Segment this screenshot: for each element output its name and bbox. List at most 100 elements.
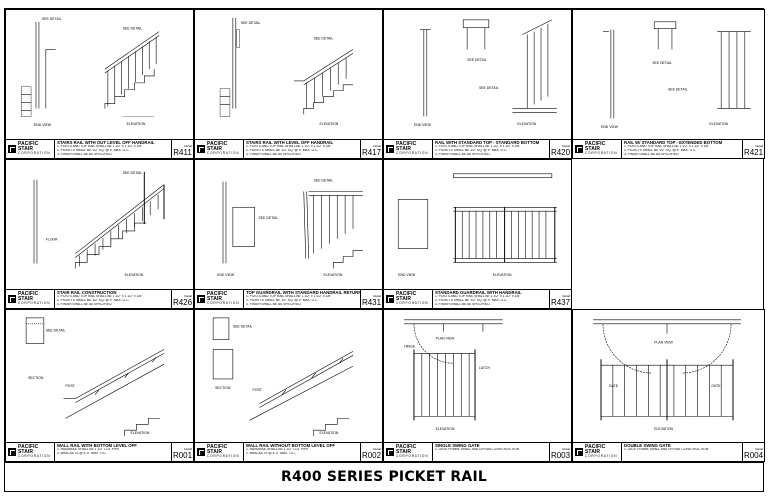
detail-code: R420 bbox=[550, 148, 571, 157]
guardrail-standard-drawing: SEE DETAIL SEE DETAIL END VIEW ELEVATION bbox=[414, 19, 557, 127]
detail-code: R002 bbox=[361, 451, 382, 460]
detail-drawing: SEE DETAIL SECTION POST ELEVATION bbox=[195, 310, 382, 442]
svg-text:SEE DETAIL: SEE DETAIL bbox=[258, 216, 278, 220]
svg-text:SEE DETAIL: SEE DETAIL bbox=[123, 27, 143, 31]
detail-drawing: SEE DETAIL SECTION POST ELEVATION bbox=[6, 310, 193, 442]
detail-description: STAIR RAIL CONSTRUCTION 1. POSTS AND TOP… bbox=[57, 290, 143, 306]
detail-code: R003 bbox=[550, 451, 571, 460]
detail-panel-r426: SEE DETAIL FLOOR ELEVATION PACIFIC STAIR… bbox=[5, 159, 194, 309]
svg-text:END VIEW: END VIEW bbox=[34, 123, 52, 127]
svg-text:ELEVATION: ELEVATION bbox=[654, 427, 673, 431]
svg-text:ELEVATION: ELEVATION bbox=[320, 122, 339, 126]
svg-text:ELEVATION: ELEVATION bbox=[493, 273, 512, 277]
svg-text:SEE DETAIL: SEE DETAIL bbox=[314, 37, 334, 41]
svg-text:SECTION: SECTION bbox=[28, 376, 44, 380]
svg-text:SEE DETAIL: SEE DETAIL bbox=[42, 17, 62, 21]
stair-rail-drawing: SEE DETAIL SEE DETAIL END VIEW ELEVATION bbox=[21, 17, 160, 127]
svg-text:ELEVATION: ELEVATION bbox=[320, 431, 339, 435]
detail-code: R437 bbox=[550, 298, 571, 307]
svg-text:SEE DETAIL: SEE DETAIL bbox=[652, 61, 672, 65]
detail-drawing: PLAN VIEW HINGE LATCH ELEVATION bbox=[384, 310, 571, 442]
detail-drawing: SEE DETAIL SEE DETAIL END VIEW ELEVATION bbox=[384, 10, 571, 139]
guardrail-handrail-drawing: END VIEW ELEVATION bbox=[397, 173, 557, 277]
detail-description: STANDARD GUARDRAIL WITH HANDRAIL 1. POST… bbox=[435, 290, 522, 306]
svg-text:LATCH: LATCH bbox=[479, 366, 491, 370]
svg-text:SEE DETAIL: SEE DETAIL bbox=[314, 179, 334, 183]
wall-rail-level-off-drawing: SEE DETAIL SECTION POST ELEVATION bbox=[25, 317, 165, 437]
detail-drawing: SEE DETAIL FLOOR ELEVATION bbox=[6, 160, 193, 289]
detail-code: R001 bbox=[172, 451, 193, 460]
svg-text:POST: POST bbox=[66, 384, 76, 388]
svg-text:SEE DETAIL: SEE DETAIL bbox=[241, 21, 261, 25]
single-swing-gate-drawing: PLAN VIEW HINGE LATCH ELEVATION bbox=[404, 319, 503, 431]
detail-description: DOUBLE SWING GATE 1. GATE FRAME SHALL MA… bbox=[624, 443, 709, 452]
detail-panel-r421: SEE DETAIL SEE DETAIL END VIEW ELEVATION… bbox=[572, 9, 765, 159]
sheet-title-bar: R400 SERIES PICKET RAIL bbox=[5, 462, 763, 491]
detail-drawing: END VIEW ELEVATION bbox=[384, 160, 571, 289]
svg-text:ELEVATION: ELEVATION bbox=[131, 431, 150, 435]
svg-text:HINGE: HINGE bbox=[404, 344, 416, 348]
detail-code: R431 bbox=[361, 298, 382, 307]
svg-text:FLOOR: FLOOR bbox=[46, 238, 58, 242]
svg-text:END VIEW: END VIEW bbox=[601, 125, 619, 129]
svg-text:ELEVATION: ELEVATION bbox=[436, 427, 455, 431]
svg-text:SEE DETAIL: SEE DETAIL bbox=[123, 171, 143, 175]
svg-text:ELEVATION: ELEVATION bbox=[125, 273, 144, 277]
svg-text:SEE DETAIL: SEE DETAIL bbox=[467, 58, 487, 62]
svg-text:ELEVATION: ELEVATION bbox=[323, 273, 342, 277]
svg-text:POST: POST bbox=[253, 388, 263, 392]
detail-drawing: SEE DETAIL SEE DETAIL ELEVATION bbox=[195, 10, 382, 139]
detail-code: R417 bbox=[361, 148, 382, 157]
detail-panel-r002: SEE DETAIL SECTION POST ELEVATION PACIFI… bbox=[194, 309, 383, 462]
svg-text:ELEVATION: ELEVATION bbox=[709, 122, 728, 126]
detail-description: WALL RAIL WITH BOTTOM LEVEL OFF 1. HANDR… bbox=[57, 443, 137, 455]
detail-code: R421 bbox=[743, 148, 764, 157]
detail-panel-r001: SEE DETAIL SECTION POST ELEVATION PACIFI… bbox=[5, 309, 194, 462]
svg-text:SEE DETAIL: SEE DETAIL bbox=[668, 88, 688, 92]
svg-text:END VIEW: END VIEW bbox=[398, 273, 416, 277]
sheet-title: R400 SERIES PICKET RAIL bbox=[281, 469, 487, 485]
detail-drawing: SEE DETAIL SEE DETAIL END VIEW ELEVATION bbox=[573, 10, 764, 139]
detail-description: WALL RAIL WITHOUT BOTTOM LEVEL OFF 1. HA… bbox=[246, 443, 335, 455]
detail-description: STAIRS RAIL WITH OUT LEVEL OFF HANDRAIL … bbox=[57, 140, 155, 156]
detail-panel-r411: SEE DETAIL SEE DETAIL END VIEW ELEVATION… bbox=[5, 9, 194, 159]
detail-code: R426 bbox=[172, 298, 193, 307]
detail-drawing: PLAN VIEW GATE GATE ELEVATION bbox=[573, 310, 764, 442]
detail-panel-r420: SEE DETAIL SEE DETAIL END VIEW ELEVATION… bbox=[383, 9, 572, 159]
guardrail-extended-drawing: SEE DETAIL SEE DETAIL END VIEW ELEVATION bbox=[601, 21, 751, 129]
svg-text:SEE DETAIL: SEE DETAIL bbox=[46, 329, 66, 333]
svg-text:PLAN VIEW: PLAN VIEW bbox=[654, 340, 673, 344]
svg-text:SEE DETAIL: SEE DETAIL bbox=[233, 325, 253, 329]
svg-text:SEE DETAIL: SEE DETAIL bbox=[479, 86, 499, 90]
wall-rail-drawing: SEE DETAIL SECTION POST ELEVATION bbox=[212, 317, 354, 437]
top-guardrail-return-drawing: SEE DETAIL SEE DETAIL END VIEW ELEVATION bbox=[217, 179, 363, 277]
detail-description: TOP GUARDRAIL WITH STANDARD HANDRAIL RET… bbox=[246, 290, 360, 306]
